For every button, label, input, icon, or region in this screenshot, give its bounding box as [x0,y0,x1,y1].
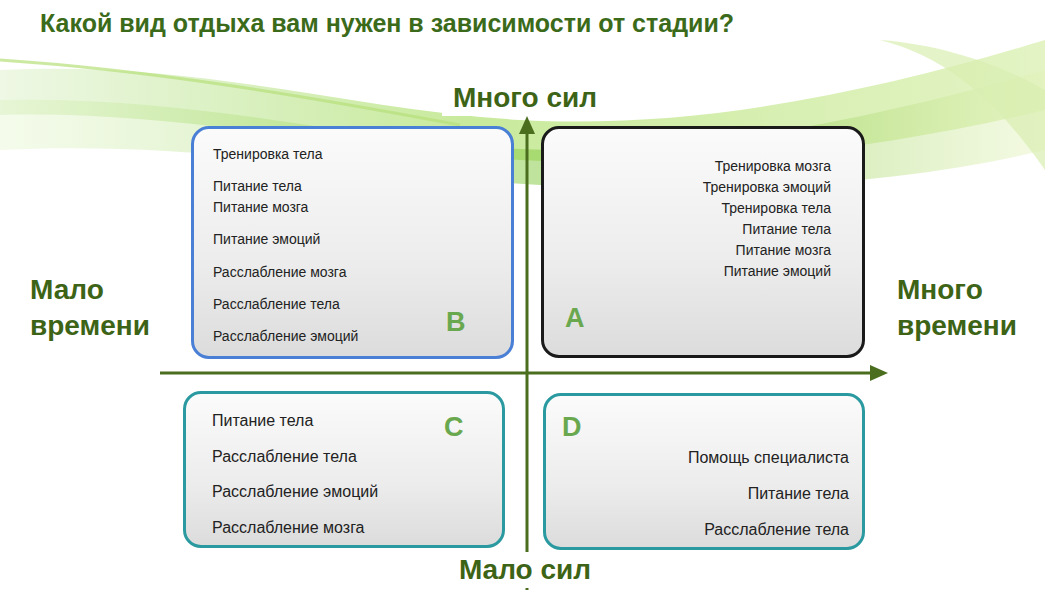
rest-type-item: Питание тела [213,178,302,194]
quadrant-letter: A [565,303,585,334]
rest-type-item: Расслабление тела [212,448,357,466]
quadrant-box: Питание телаРасслабление телаРасслаблени… [183,391,505,548]
rest-type-item: Тренировка тела [721,200,831,216]
horizontal-axis [160,372,872,375]
rest-type-item: Расслабление мозга [212,519,365,537]
rest-type-item: Расслабление тела [704,521,849,539]
rest-type-item: Питание эмоций [213,231,320,247]
quadrant-box: Тренировка мозгаТренировка эмоцийТрениро… [541,126,865,358]
rest-type-item: Питание тела [748,485,849,503]
quadrant-letter: C [444,412,464,443]
rest-type-item: Помощь специалиста [688,449,849,467]
axis-arrowhead [519,116,535,134]
rest-type-item: Расслабление эмоций [213,328,358,344]
title: Какой вид отдыха вам нужен в зависимости… [40,9,734,38]
rest-type-item: Расслабление тела [213,296,340,312]
quadrant-box: Тренировка телаПитание телаПитание мозга… [191,126,514,359]
rest-type-item: Питание мозга [213,199,308,215]
rest-type-item: Тренировка тела [213,146,323,162]
axis-label: Мало сил [440,552,610,588]
rest-type-item: Тренировка эмоций [703,179,831,195]
rest-type-item: Питание тела [742,221,831,237]
rest-type-item: Расслабление мозга [213,264,346,280]
axis-label: Много времени [897,272,1039,345]
rest-type-item: Питание тела [212,412,313,430]
quadrant-letter: D [562,412,582,443]
vertical-axis [526,130,529,590]
quadrant-letter: B [446,307,466,338]
axis-label: Много сил [442,80,608,116]
rest-type-item: Расслабление эмоций [212,483,378,501]
quadrant-box: Помощь специалистаПитание телаРасслаблен… [543,393,865,550]
axis-arrowhead [870,365,888,381]
rest-type-item: Тренировка мозга [715,158,831,174]
rest-type-item: Питание эмоций [724,263,831,279]
rest-type-item: Питание мозга [736,242,831,258]
axis-label: Мало времени [30,272,170,345]
